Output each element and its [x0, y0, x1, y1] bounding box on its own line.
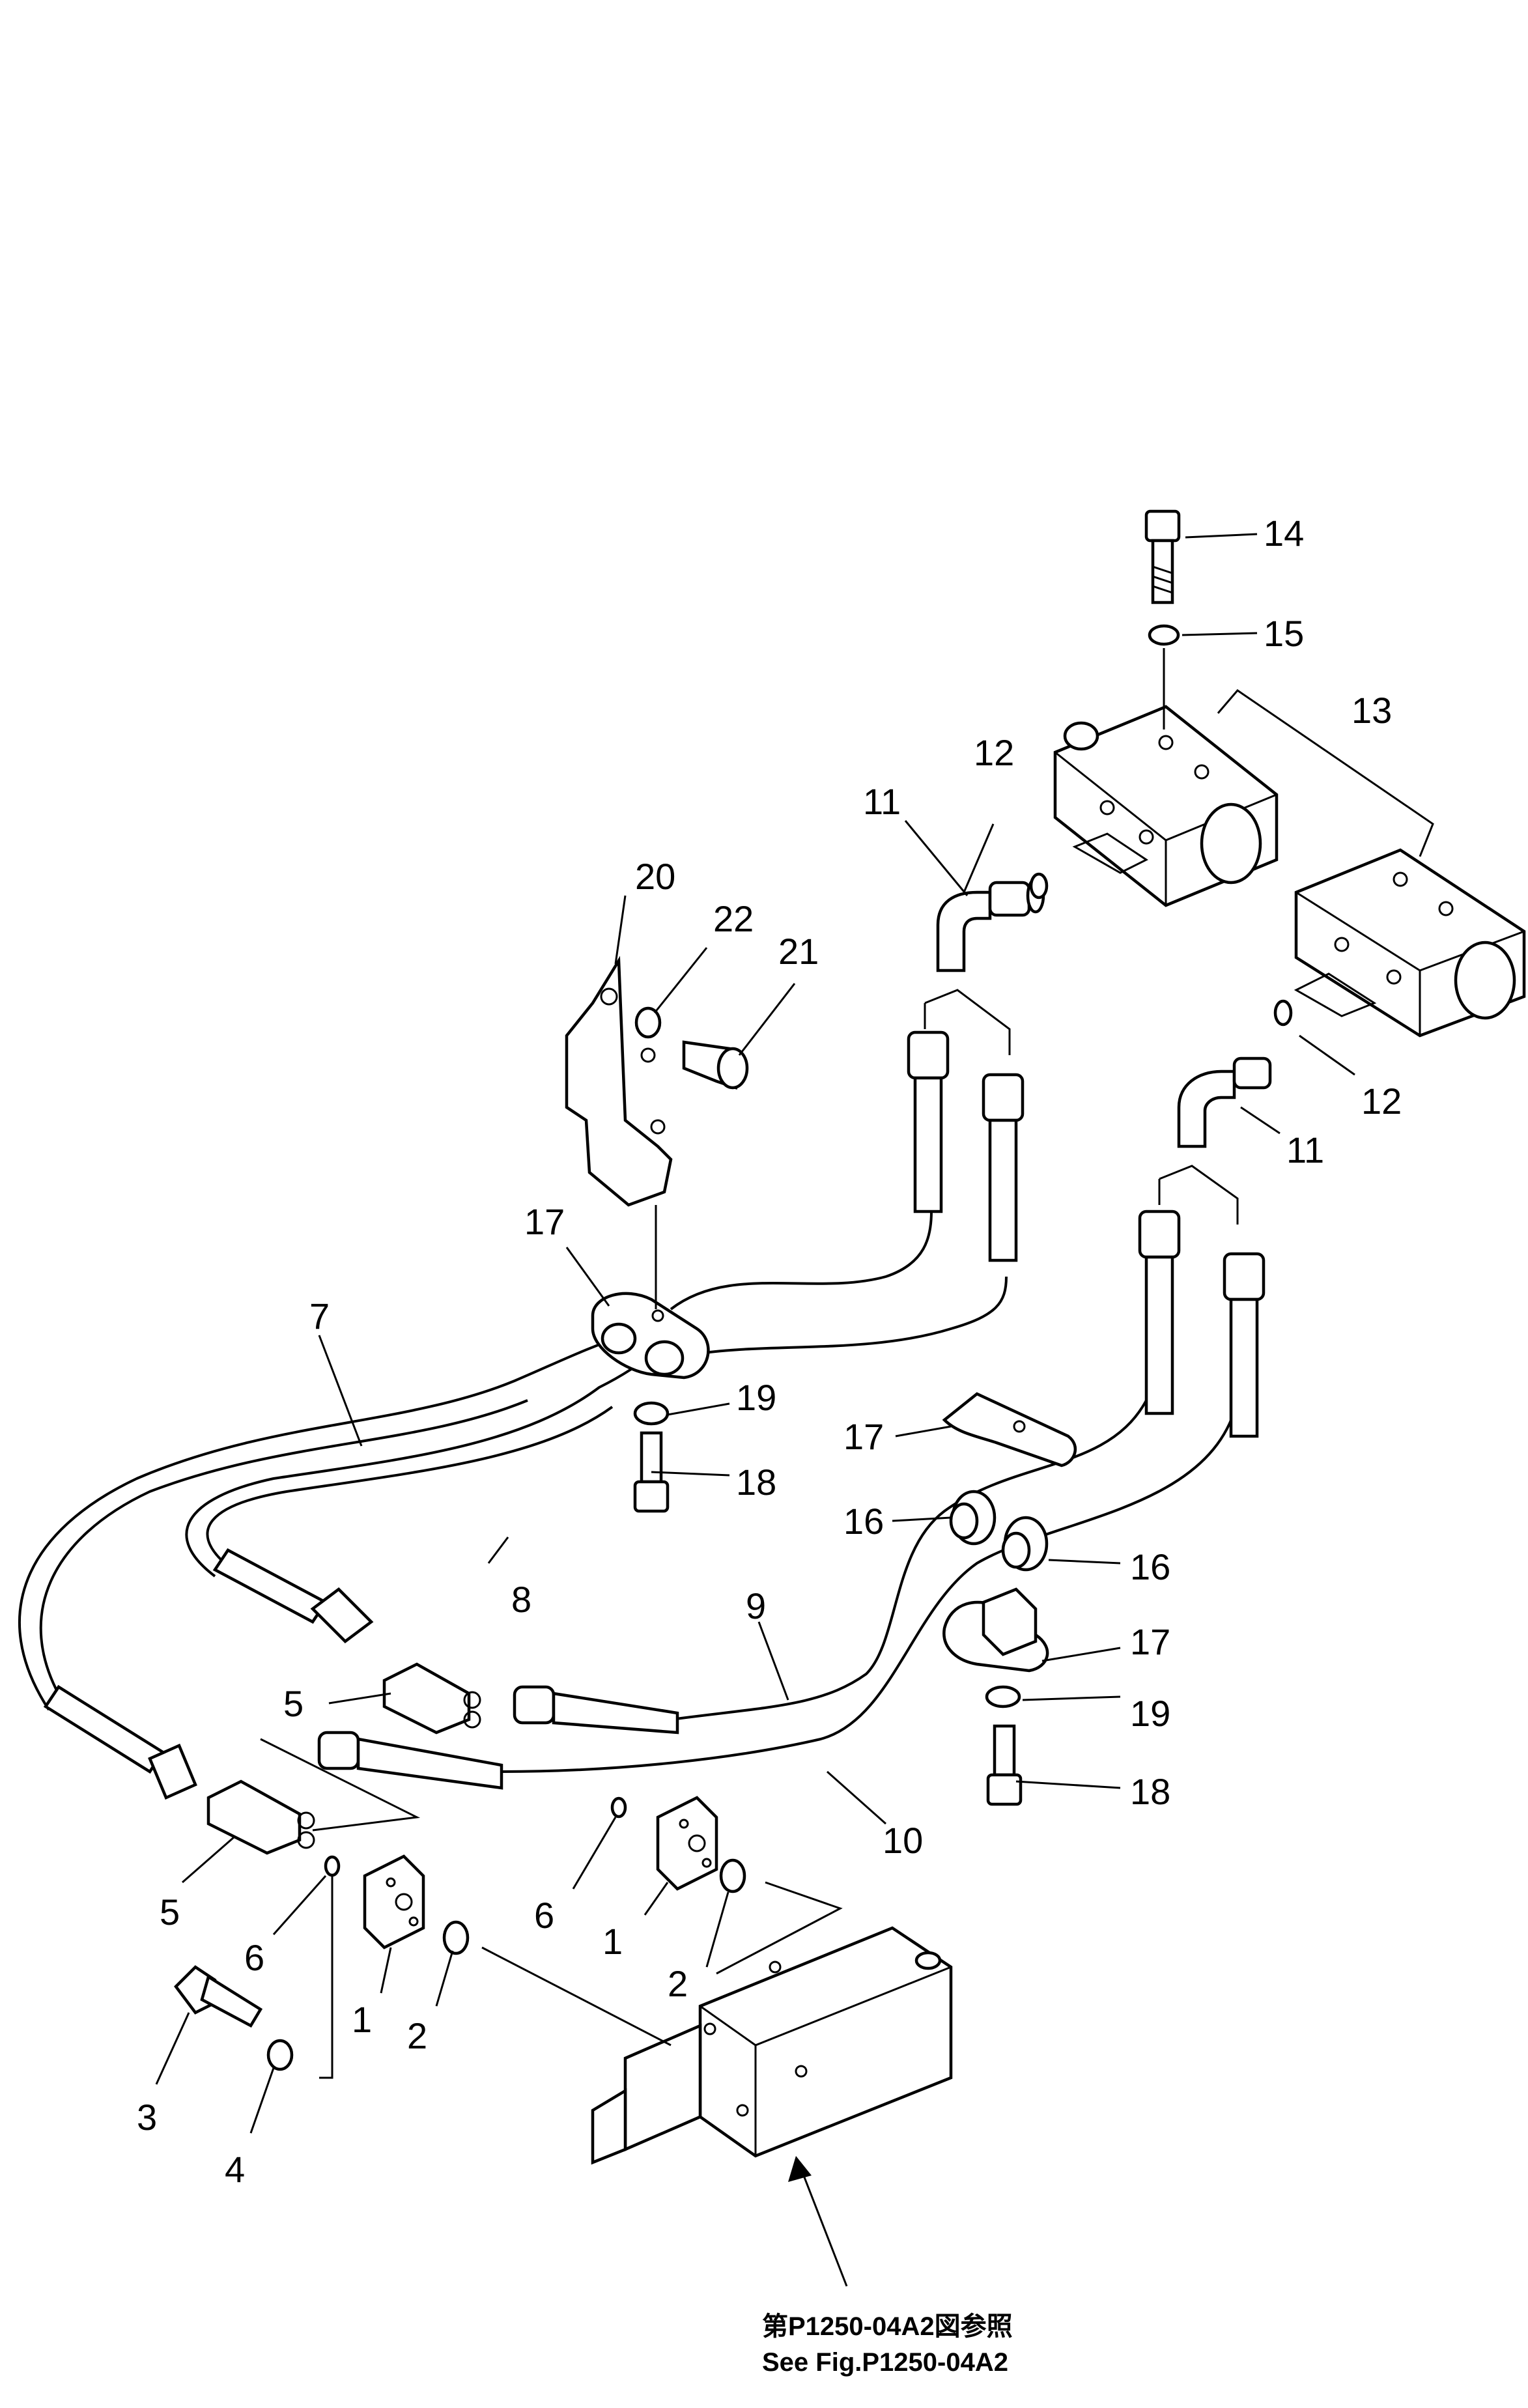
clamp-17-top	[591, 1292, 710, 1380]
o-ring-6-right	[610, 1796, 627, 1819]
callout-19-lower: 19	[1130, 1693, 1170, 1734]
elbow-fitting-11-lower	[1177, 1056, 1272, 1148]
callout-5-upper: 5	[283, 1683, 304, 1724]
hose-10	[501, 1400, 1239, 1773]
grommet-16-right	[1001, 1516, 1049, 1572]
callout-18-top: 18	[736, 1462, 776, 1503]
elbow-fitting-11-upper	[936, 877, 1045, 972]
callout-13: 13	[1351, 690, 1392, 731]
callout-1-left: 1	[352, 1999, 372, 2040]
callout-3: 3	[137, 2097, 157, 2138]
hose-fittings-diagonal	[43, 1548, 679, 1800]
callout-numbers: 14 15 13 12 11 20 22 21 12 11 17 7 19 17…	[137, 513, 1402, 2190]
grommet-16-left	[949, 1490, 997, 1546]
callout-4: 4	[225, 2149, 245, 2190]
o-ring-12-upper	[1029, 872, 1049, 899]
o-ring-2-right	[719, 1858, 746, 1893]
control-valve	[591, 1926, 953, 2165]
callout-10: 10	[883, 1820, 923, 1861]
leader-lines	[155, 533, 1355, 2134]
reference-arrow	[788, 2156, 848, 2287]
hose-fittings-vertical	[907, 1030, 1266, 1438]
bolt-21	[682, 1040, 749, 1090]
callout-11-upper: 11	[863, 781, 901, 822]
hose-8	[185, 1353, 653, 1578]
bolt-3	[174, 1965, 263, 2028]
callout-17-top: 17	[524, 1201, 565, 1242]
reference-note: 第P1250-04A2図参照 See Fig.P1250-04A2	[762, 2312, 1013, 2377]
leader-13	[1217, 689, 1434, 857]
callout-16-right: 16	[1130, 1546, 1170, 1587]
callout-8: 8	[511, 1579, 531, 1620]
o-ring-6-left	[324, 1855, 341, 1877]
clamp-17-middle	[942, 1392, 1077, 1467]
callout-20: 20	[635, 856, 675, 897]
callout-2-right: 2	[668, 1963, 688, 2004]
bolt-18-top	[633, 1431, 670, 1513]
valve-block-upper	[1053, 705, 1279, 907]
o-ring-2-left	[442, 1920, 470, 1955]
callout-21: 21	[778, 931, 819, 972]
callout-11-lower: 11	[1286, 1129, 1324, 1170]
hose-7	[18, 1334, 626, 1711]
hose-upper-a	[670, 1211, 933, 1310]
hose-upper-b	[690, 1276, 1008, 1356]
washer-4	[266, 2039, 294, 2071]
callout-5-lower: 5	[160, 1891, 180, 1933]
callout-1-right: 1	[602, 1921, 623, 1962]
flange-1-left	[363, 1854, 425, 1949]
adapter-5-lower	[206, 1779, 315, 1855]
washer-15	[1148, 624, 1180, 646]
o-ring-12-lower	[1273, 999, 1293, 1027]
bracket-20	[565, 956, 673, 1207]
callout-22: 22	[713, 898, 754, 939]
washer-22	[634, 1006, 662, 1039]
callout-6-left: 6	[244, 1937, 264, 1978]
washer-19-top	[633, 1401, 670, 1426]
bolt-18-lower	[986, 1724, 1023, 1806]
reference-note-japanese: 第P1250-04A2図参照	[762, 2312, 1013, 2341]
callout-14: 14	[1264, 513, 1304, 554]
callout-12-lower: 12	[1361, 1081, 1402, 1122]
valve-block-lower	[1294, 848, 1526, 1038]
washer-19-lower	[985, 1685, 1021, 1708]
callout-17-middle: 17	[843, 1416, 884, 1457]
adapter-5-upper	[382, 1662, 481, 1735]
callout-15: 15	[1264, 613, 1304, 654]
callout-6-right: 6	[534, 1895, 554, 1936]
hose-7-inner	[39, 1399, 528, 1701]
bolt-14	[1144, 509, 1181, 604]
callout-17-lower: 17	[1130, 1621, 1170, 1662]
flange-1-right	[656, 1796, 718, 1891]
clamp-17-lower	[942, 1587, 1049, 1673]
callout-9: 9	[746, 1585, 766, 1626]
hose-lines	[18, 1211, 1239, 1773]
hose-8-inner	[206, 1406, 614, 1565]
callout-2-left: 2	[407, 2015, 427, 2056]
callout-18-lower: 18	[1130, 1771, 1170, 1812]
callout-16-left: 16	[843, 1501, 884, 1542]
callout-19-top: 19	[736, 1377, 776, 1418]
reference-note-english: See Fig.P1250-04A2	[762, 2348, 1008, 2377]
callout-12-upper: 12	[974, 732, 1014, 773]
callout-7: 7	[309, 1296, 330, 1337]
